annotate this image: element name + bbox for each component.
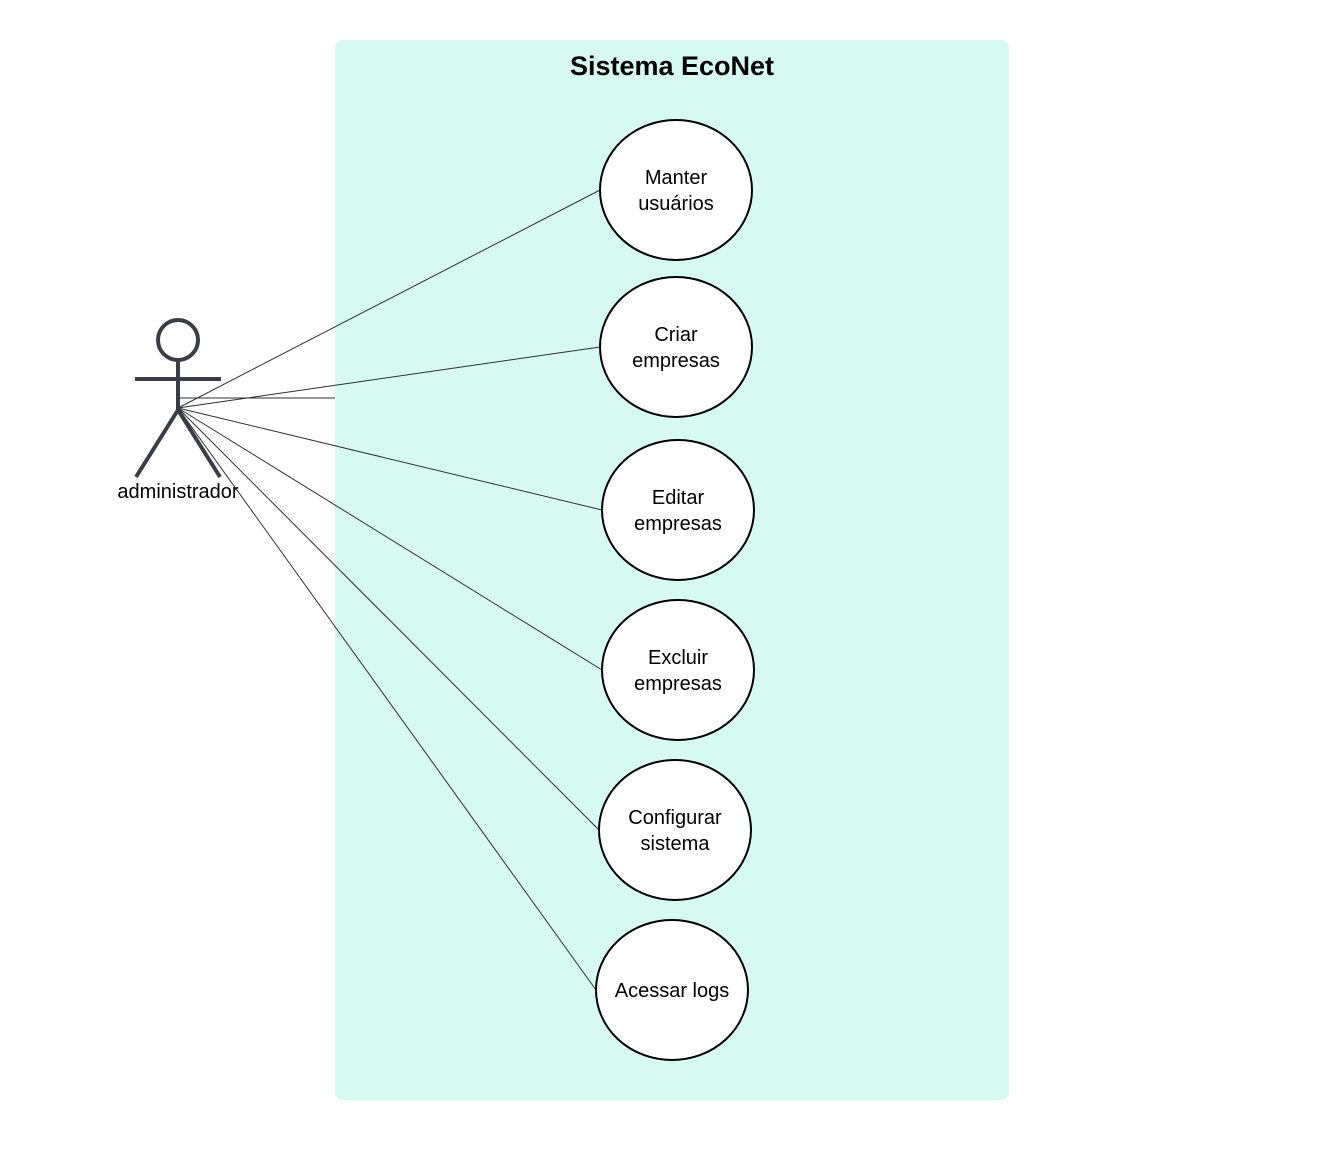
actor-left-leg bbox=[134, 408, 180, 479]
use-case-ellipse bbox=[599, 119, 753, 261]
use-case-configurar-sistema[interactable]: Configurar sistema bbox=[598, 759, 752, 901]
use-case-label: Editar bbox=[652, 487, 705, 509]
use-case-acessar-logs[interactable]: Acessar logs bbox=[595, 919, 749, 1061]
stick-figure-actor-icon[interactable] bbox=[134, 318, 222, 479]
use-case-label: empresas bbox=[632, 350, 720, 372]
use-case-criar-empresas[interactable]: Criar empresas bbox=[599, 276, 753, 418]
association-line-manter-usuarios bbox=[177, 189, 601, 409]
association-lines bbox=[177, 189, 603, 991]
actor-head bbox=[156, 318, 200, 362]
use-case-label: Criar bbox=[654, 324, 698, 346]
association-line-configurar-sistema bbox=[177, 407, 600, 831]
association-line-acessar-logs bbox=[177, 407, 597, 991]
use-case-label: usuários bbox=[638, 193, 714, 215]
association-line-criar-empresas bbox=[177, 346, 601, 409]
use-case-ellipse bbox=[599, 276, 753, 418]
use-case-ellipse bbox=[601, 439, 755, 581]
use-case-ellipse bbox=[595, 919, 749, 1061]
use-case-label: Acessar logs bbox=[615, 980, 730, 1002]
association-line-editar-empresas bbox=[177, 407, 603, 511]
actor-right-leg bbox=[176, 408, 222, 479]
use-case-label: empresas bbox=[634, 673, 722, 695]
actor-label: administrador bbox=[117, 481, 239, 503]
use-case-label: Excluir bbox=[648, 647, 708, 669]
use-case-editar-empresas[interactable]: Editar empresas bbox=[601, 439, 755, 581]
system-title: Sistema EcoNet bbox=[570, 51, 774, 81]
use-case-label: Manter bbox=[645, 167, 708, 189]
use-case-ellipse bbox=[598, 759, 752, 901]
use-case-manter-usuarios[interactable]: Manter usuários bbox=[599, 119, 753, 261]
use-case-label: sistema bbox=[641, 833, 711, 855]
use-case-ellipse bbox=[601, 599, 755, 741]
use-cases: ManterusuáriosCriarempresasEditarempresa… bbox=[595, 119, 755, 1061]
use-case-label: empresas bbox=[634, 513, 722, 535]
association-line-excluir-empresas bbox=[177, 407, 603, 671]
use-case-label: Configurar bbox=[628, 807, 722, 829]
use-case-excluir-empresas[interactable]: Excluir empresas bbox=[601, 599, 755, 741]
